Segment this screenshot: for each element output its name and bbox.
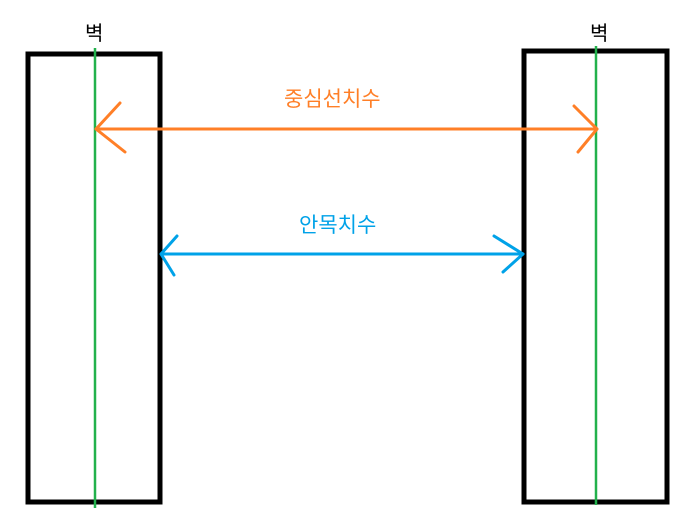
center-line-dimension-arrow	[94, 101, 599, 154]
clear-opening-dimension-label: 안목치수	[299, 213, 377, 237]
center-line-dimension-label: 중심선치수	[284, 87, 381, 111]
clear-opening-dimension-arrow	[159, 234, 525, 277]
right-wall-label: 벽	[590, 21, 609, 45]
left-wall-label: 벽	[85, 21, 104, 45]
